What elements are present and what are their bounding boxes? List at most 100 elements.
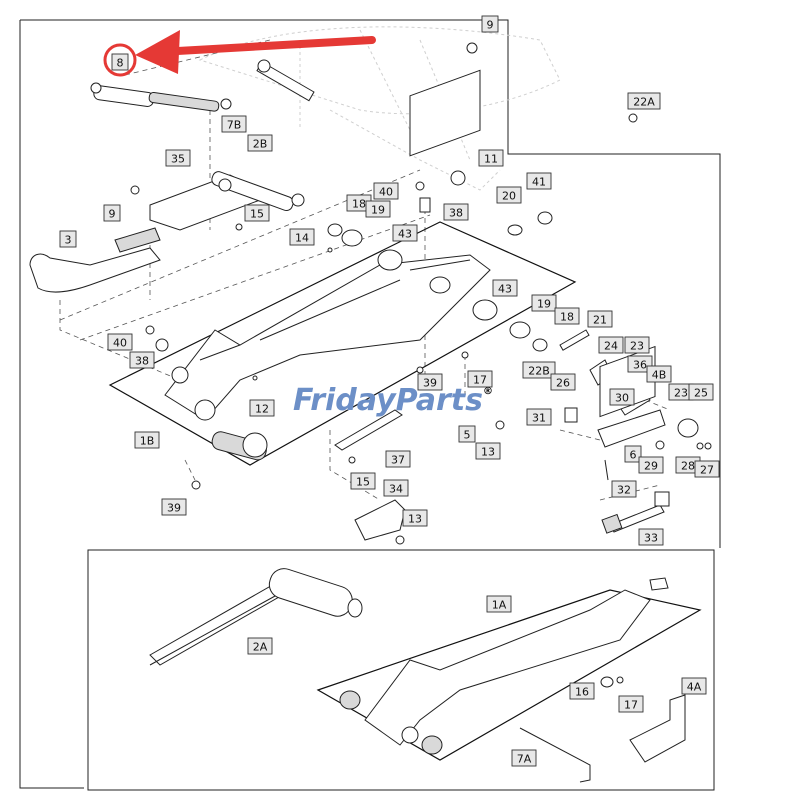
callout-number: 38	[135, 355, 149, 368]
callout-number: 22B	[528, 365, 550, 378]
callout-number: 22A	[633, 96, 655, 109]
callout-number: 11	[484, 153, 498, 166]
callout-c15-mid: 15	[350, 472, 376, 490]
callout-box	[475, 442, 501, 460]
callout-c8: 8	[111, 53, 129, 71]
callout-number: 5	[464, 429, 471, 442]
callout-number: 18	[352, 198, 366, 211]
callout-c14: 14	[289, 228, 315, 246]
callout-box	[638, 456, 664, 474]
watermark-brand-first: Friday	[293, 383, 397, 418]
callout-number: 40	[113, 337, 127, 350]
callout-box	[618, 695, 644, 713]
shaft-part-2a	[149, 568, 363, 666]
callout-c32: 32	[611, 480, 637, 498]
callout-number: 23	[674, 387, 688, 400]
callout-c17-mid: 17	[467, 370, 493, 388]
callout-number: 19	[371, 204, 385, 217]
lift-arm-part-1b	[164, 69, 491, 421]
callout-c37: 37	[385, 450, 411, 468]
callout-c39-mid: 39	[417, 373, 443, 391]
callout-box	[511, 749, 537, 767]
callout-number: 35	[171, 153, 185, 166]
callout-box	[103, 204, 121, 222]
callout-c34: 34	[383, 479, 409, 497]
callout-c31: 31	[526, 408, 552, 426]
lower-hardware	[600, 676, 624, 688]
callout-box	[383, 479, 409, 497]
watermark-brand-second: Parts	[396, 383, 483, 418]
callout-number: 17	[473, 374, 487, 387]
callout-number: 2A	[253, 641, 268, 654]
foot-pedal-part-3	[29, 227, 161, 293]
callout-c17-bottom: 17	[618, 695, 644, 713]
callout-c15-top: 15	[244, 204, 270, 222]
callout-c13-mid: 13	[475, 442, 501, 460]
callout-box	[385, 450, 411, 468]
callout-box	[111, 53, 129, 71]
callout-number: 4A	[687, 681, 702, 694]
callout-c18-mid: 18	[554, 307, 580, 325]
callout-box	[486, 595, 512, 613]
callout-box	[289, 228, 315, 246]
callout-box	[611, 480, 637, 498]
callout-c9-left: 9	[103, 204, 121, 222]
callout-box	[681, 677, 707, 695]
callout-c38-top: 38	[443, 203, 469, 221]
callout-number: 15	[250, 208, 264, 221]
callout-number: 43	[398, 228, 412, 241]
callout-c25: 25	[688, 383, 714, 401]
callout-c5: 5	[458, 425, 476, 443]
callout-number: 37	[391, 454, 405, 467]
callout-box	[249, 399, 275, 417]
callout-number: 29	[644, 460, 658, 473]
callout-number: 39	[167, 502, 181, 515]
callout-c4B: 4B	[646, 365, 672, 383]
callout-number: 31	[532, 412, 546, 425]
callout-c30: 30	[609, 388, 635, 406]
callout-c40-left: 40	[107, 333, 133, 351]
callout-box	[365, 200, 391, 218]
callout-c23-top: 23	[624, 336, 650, 354]
highlight-circle	[103, 43, 137, 77]
callout-box	[481, 15, 499, 33]
callout-c29: 29	[638, 456, 664, 474]
callout-c6: 6	[624, 445, 642, 463]
callout-c1A: 1A	[486, 595, 512, 613]
callout-box	[694, 460, 720, 478]
callout-number: 20	[502, 190, 516, 203]
callout-c12: 12	[249, 399, 275, 417]
callout-box	[492, 279, 518, 297]
callout-number: 39	[423, 377, 437, 390]
callout-number: 1A	[492, 599, 507, 612]
callout-number: 6	[630, 449, 637, 462]
callout-number: 43	[498, 283, 512, 296]
callout-c33: 33	[638, 528, 664, 546]
lower-frame-border	[87, 549, 715, 791]
callout-number: 16	[575, 686, 589, 699]
callout-c9-top: 9	[481, 15, 499, 33]
callout-box	[638, 528, 664, 546]
callout-number: 7A	[517, 753, 532, 766]
hardware	[130, 113, 638, 545]
callout-c40-top: 40	[373, 182, 399, 200]
callout-box	[624, 445, 642, 463]
callout-box	[609, 388, 635, 406]
callout-number: 38	[449, 207, 463, 220]
callout-c23-right: 23	[668, 383, 694, 401]
callout-c11: 11	[478, 149, 504, 167]
callout-c43-top: 43	[392, 224, 418, 242]
callout-box	[526, 172, 552, 190]
callout-c18-top: 18	[346, 194, 372, 212]
callout-number: 7B	[227, 119, 242, 132]
callout-number: 28	[681, 460, 695, 473]
callout-c1B: 1B	[134, 431, 160, 449]
callout-box	[417, 373, 443, 391]
callout-box	[244, 204, 270, 222]
callout-c4A: 4A	[681, 677, 707, 695]
callout-number: 14	[295, 232, 309, 245]
callout-c39-bottom: 39	[161, 498, 187, 516]
callout-number: 40	[379, 186, 393, 199]
callout-box	[165, 149, 191, 167]
